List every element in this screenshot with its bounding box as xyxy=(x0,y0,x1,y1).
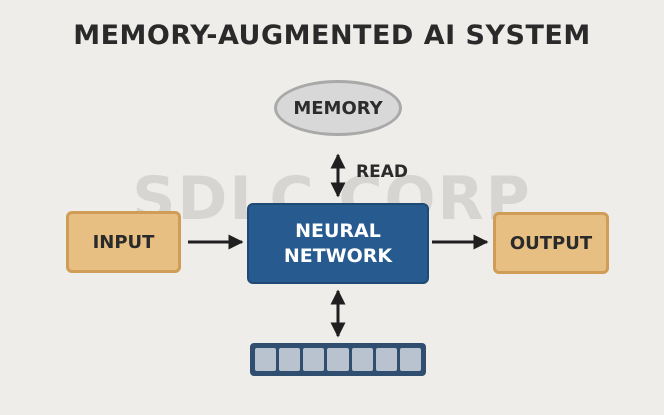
read-edge-label: READ xyxy=(356,162,408,182)
buffer-cell xyxy=(375,348,397,371)
input-node: INPUT xyxy=(66,211,181,273)
buffer-cell xyxy=(351,348,373,371)
buffer-cell xyxy=(303,348,325,371)
diagram-title: MEMORY-AUGMENTED AI SYSTEM xyxy=(73,20,591,51)
neural-label-line1: NEURAL xyxy=(295,219,381,242)
buffer-cell xyxy=(399,348,421,371)
buffer-cell xyxy=(279,348,301,371)
neural-network-node: NEURAL NETWORK xyxy=(247,203,429,284)
output-node: OUTPUT xyxy=(493,212,609,274)
input-label: INPUT xyxy=(92,231,155,253)
neural-label-line2: NETWORK xyxy=(283,244,393,267)
buffer-cell xyxy=(327,348,349,371)
memory-buffer xyxy=(250,343,426,376)
buffer-cell xyxy=(255,348,277,371)
memory-node: MEMORY xyxy=(274,80,402,136)
output-label: OUTPUT xyxy=(509,232,593,254)
memory-label: MEMORY xyxy=(293,97,383,119)
